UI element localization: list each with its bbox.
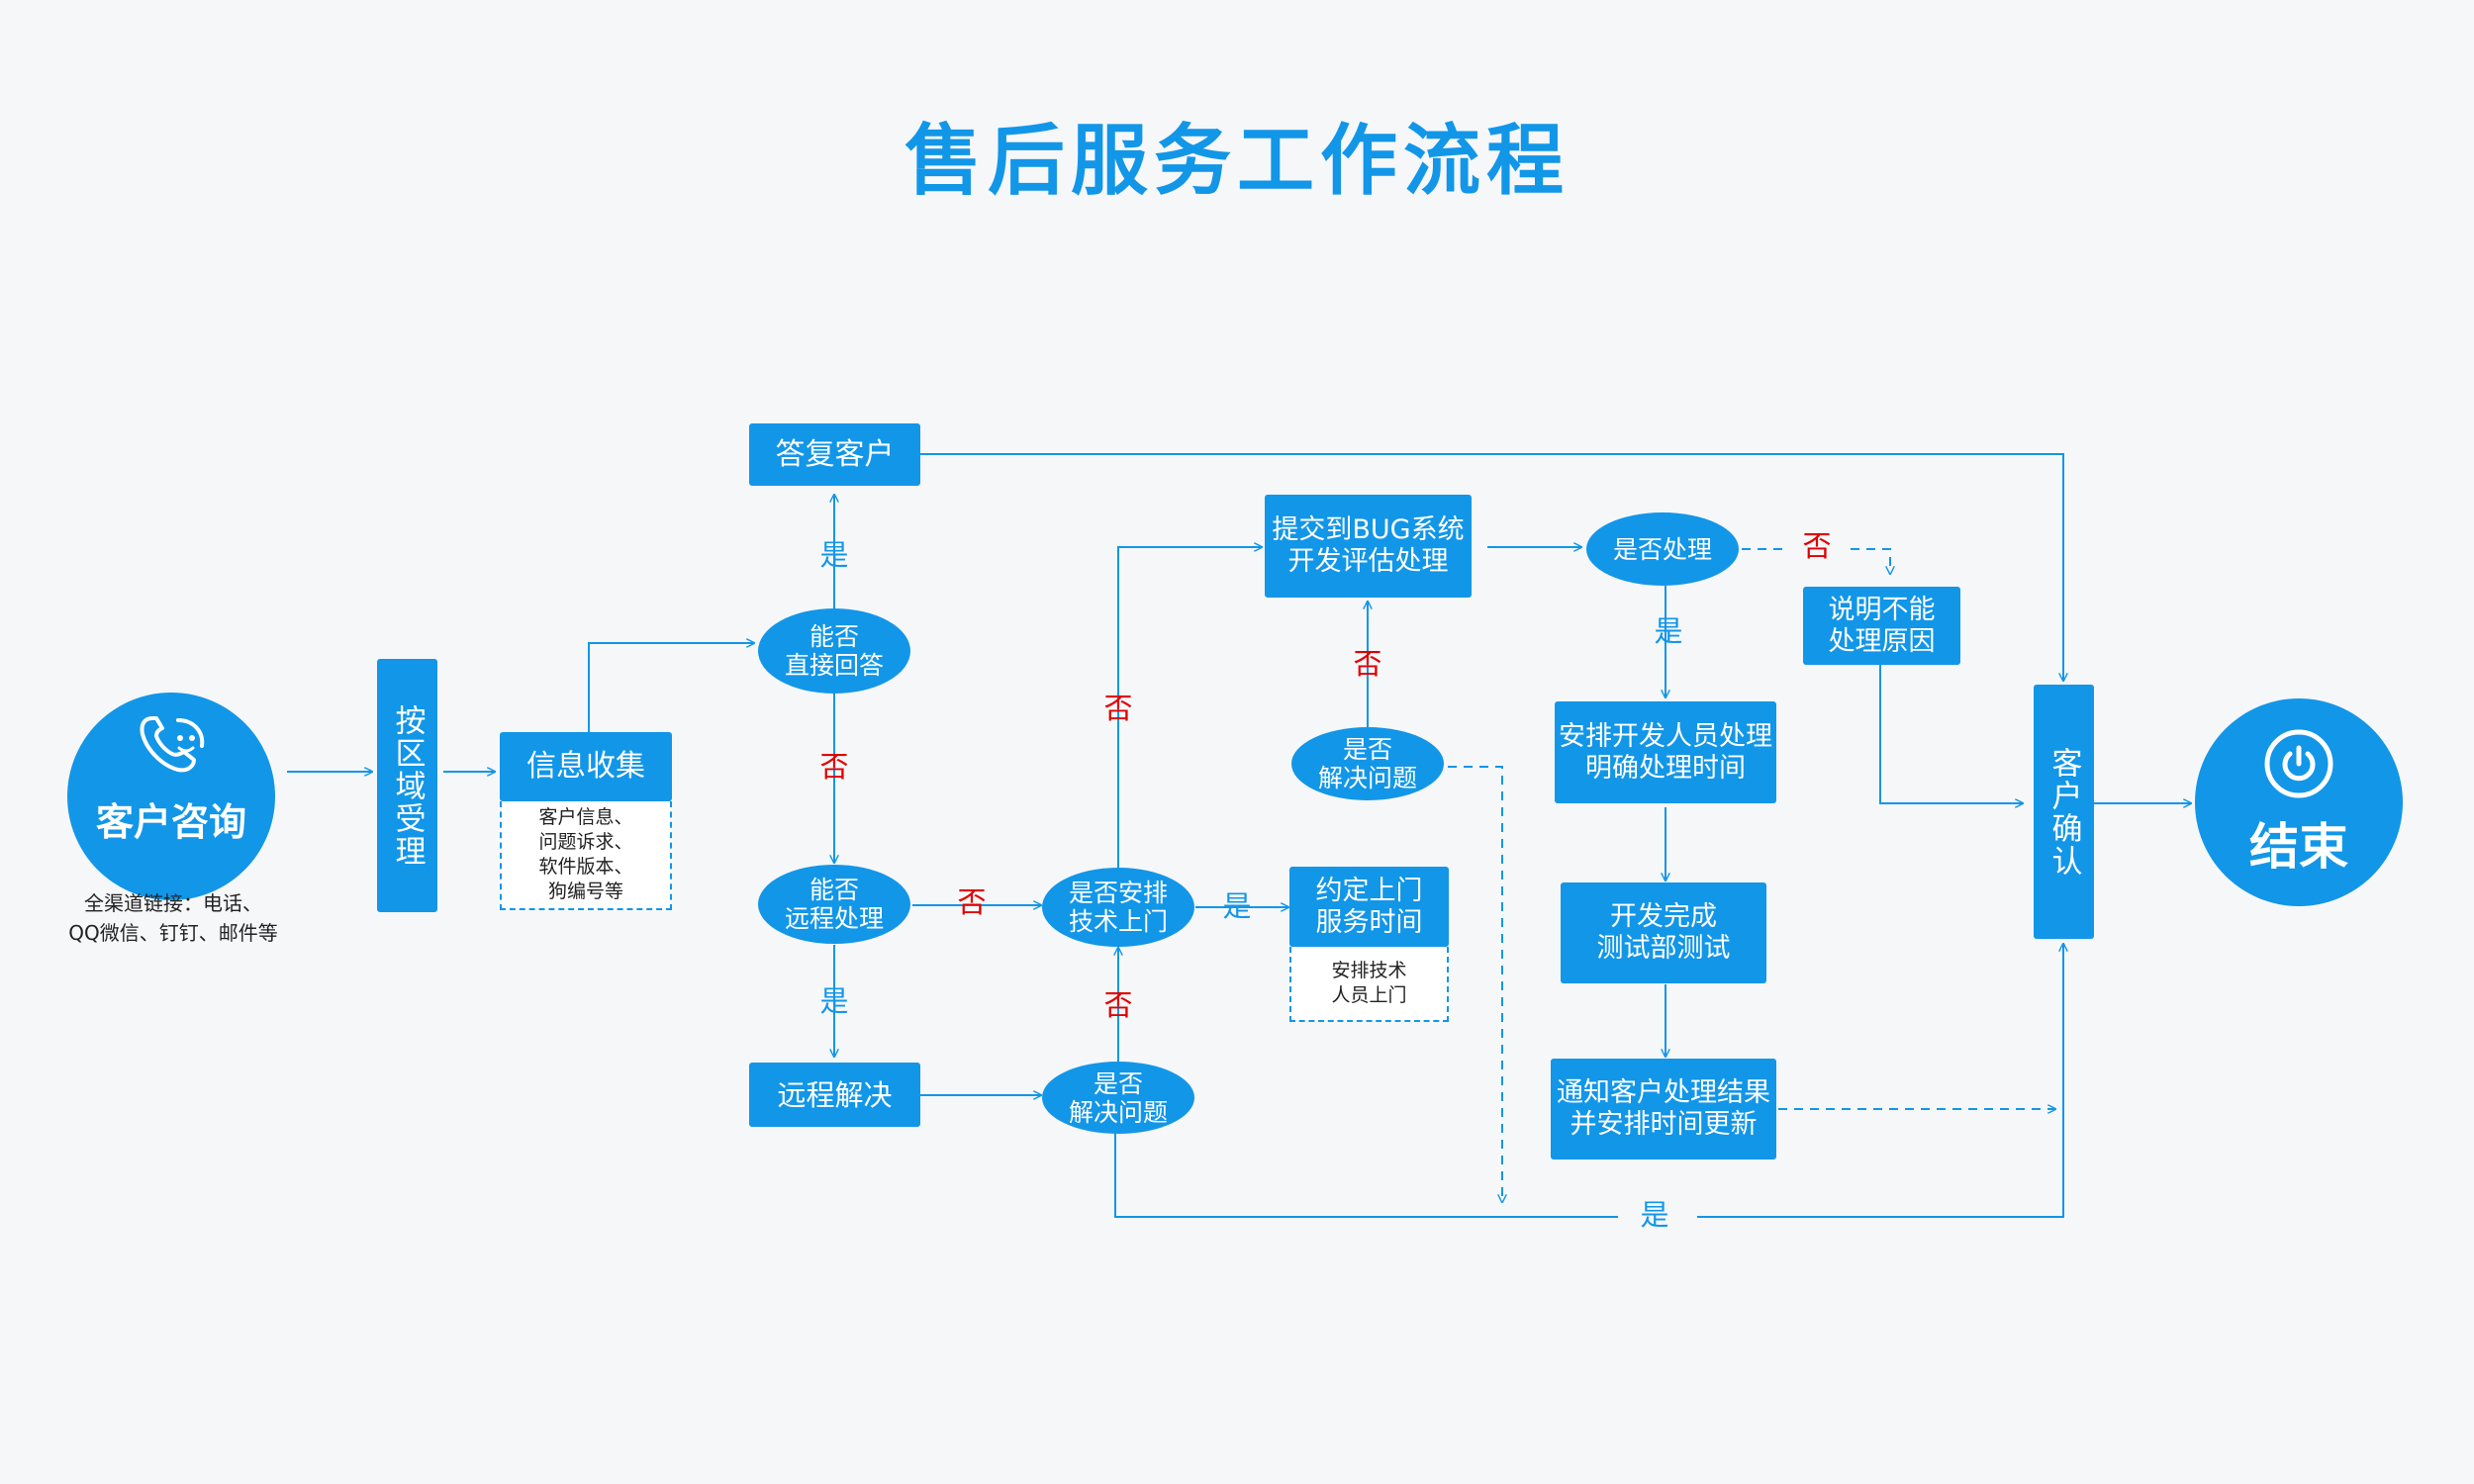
node-reply[interactable]: 答复客户 — [749, 423, 920, 486]
page-title: 售后服务工作流程 — [904, 117, 1570, 206]
arrow-handle-to-explain-b — [1851, 548, 1890, 574]
node-arrange-dev[interactable]: 安排开发人员处理 明确处理时间 — [1555, 701, 1776, 803]
label-yes-bottom: 是 — [1640, 1198, 1669, 1232]
label-yes-onsite: 是 — [1222, 889, 1252, 923]
arrow-collect-to-direct — [588, 643, 754, 732]
node-submit-bug[interactable]: 提交到BUG系统 开发评估处理 — [1265, 495, 1472, 598]
label-yes-remote: 是 — [819, 984, 849, 1018]
end-label: 结束 — [2249, 818, 2348, 876]
arrow-solved1-to-confirm-b — [1697, 944, 2063, 1218]
label-yes-direct: 是 — [819, 538, 849, 572]
label-no-solved2: 否 — [1353, 647, 1382, 681]
label-yes-handle: 是 — [1654, 614, 1683, 648]
end-node[interactable]: 结束 — [2195, 698, 2403, 906]
arrow-solved2-dashed — [1448, 766, 1502, 1202]
note-appointment: 安排技术 人员上门 — [1289, 947, 1449, 1022]
node-dev-test[interactable]: 开发完成 测试部测试 — [1561, 882, 1766, 983]
node-remote-solve[interactable]: 远程解决 — [749, 1063, 920, 1127]
node-explain[interactable]: 说明不能 处理原因 — [1803, 587, 1960, 665]
arrow-solved1-to-confirm-a — [1114, 1133, 1618, 1218]
decision-onsite[interactable]: 是否安排 技术上门 — [1042, 868, 1194, 947]
start-label: 客户咨询 — [95, 800, 246, 844]
node-confirm[interactable]: 客户确认 — [2034, 685, 2094, 939]
phone-icon — [140, 716, 205, 773]
start-node[interactable]: 客户咨询 — [67, 693, 275, 900]
node-appointment[interactable]: 约定上门 服务时间 — [1289, 867, 1449, 947]
power-icon — [2264, 729, 2333, 798]
decision-solved-2[interactable]: 是否 解决问题 — [1291, 727, 1444, 800]
arrow-reply-to-confirm — [920, 453, 2063, 681]
node-regional[interactable]: 按区域受理 — [377, 659, 437, 912]
node-collect[interactable]: 信息收集 — [500, 732, 672, 801]
label-no-solved1: 否 — [1103, 988, 1133, 1022]
decision-solved-1[interactable]: 是否 解决问题 — [1042, 1062, 1194, 1134]
decision-direct-answer[interactable]: 能否 直接回答 — [758, 608, 910, 694]
node-notify[interactable]: 通知客户处理结果 并安排时间更新 — [1551, 1059, 1776, 1159]
label-no-handle: 否 — [1802, 529, 1832, 563]
arrow-onsite-to-bug — [1117, 547, 1262, 868]
note-collect: 客户信息、 问题诉求、 软件版本、 狗编号等 — [500, 801, 672, 910]
channels-caption: 全渠道链接：电话、 QQ微信、钉钉、邮件等 — [68, 891, 278, 945]
decision-remote-possible[interactable]: 能否 远程处理 — [758, 865, 910, 944]
label-no-onsite: 否 — [1103, 692, 1133, 725]
label-no-remote: 否 — [957, 885, 987, 919]
decision-handle[interactable]: 是否处理 — [1586, 512, 1739, 586]
label-no-direct: 否 — [819, 750, 849, 784]
arrow-explain-to-confirm — [1879, 665, 2023, 803]
